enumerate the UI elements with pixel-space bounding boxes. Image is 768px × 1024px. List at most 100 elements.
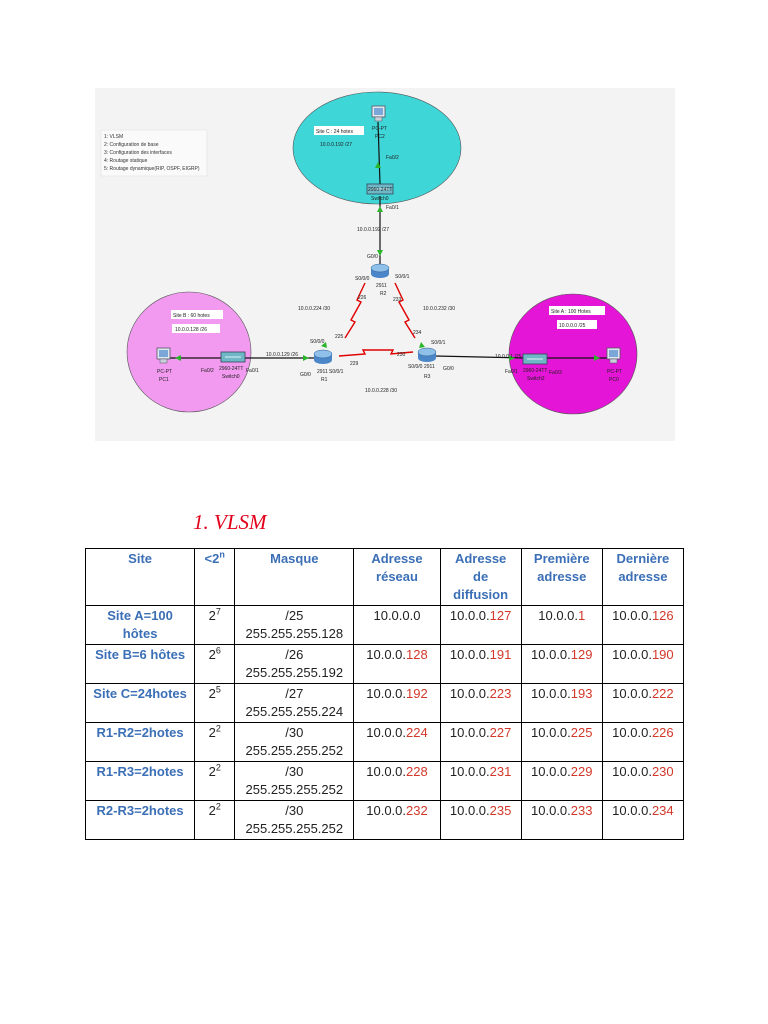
site-line: hôtes	[122, 626, 158, 641]
addr-host: 191	[489, 647, 512, 662]
legend-box	[100, 129, 208, 177]
header-premiere-adresse: Première adresse	[520, 548, 603, 606]
network-cell: 10.0.0.192	[353, 683, 441, 723]
switch-c-name: Switch0	[371, 196, 389, 202]
addr-host: 231	[489, 764, 512, 779]
broadcast-cell: 10.0.0.191	[439, 644, 522, 684]
r2-name: R2	[380, 291, 387, 297]
router-r2-icon	[370, 263, 390, 278]
addr-prefix: 10.0.0.	[612, 764, 652, 779]
site-b-network-box	[172, 324, 220, 333]
r1-name: R1	[321, 377, 328, 383]
addr-host: 128	[406, 647, 428, 662]
addr-prefix: 10.0.0.	[366, 686, 407, 701]
power-exp: 6	[215, 645, 221, 656]
site-cell: R1-R3=2hotes	[84, 761, 196, 801]
power-exp: 7	[215, 606, 221, 617]
addr-host: 227	[489, 725, 512, 740]
r3-name: R3	[424, 374, 431, 380]
addr-prefix: 10.0.0.	[531, 764, 571, 779]
site-b-label-box	[171, 310, 223, 319]
header-line: de	[473, 569, 489, 584]
header-power: <2n	[194, 548, 236, 606]
r2-ip-right: 233	[393, 297, 402, 303]
power-base: 2	[208, 608, 216, 623]
site-c-port-up: Fa0/1	[386, 205, 399, 211]
site-line: Site B=6 hôtes	[95, 647, 186, 662]
link-arrow	[377, 250, 383, 256]
header-line: adresse	[537, 569, 587, 584]
legend-item: 5: Routage dynamique(RIP, OSPF, EIGRP)	[104, 166, 200, 172]
site-line: Site A=100	[107, 608, 173, 623]
mask-prefix: /30	[285, 725, 304, 740]
addr-host: 232	[406, 803, 428, 818]
first-cell: 10.0.0.233	[520, 800, 603, 840]
r3-g00: G0/0	[443, 366, 454, 372]
addr-prefix: 10.0.0.	[366, 647, 407, 662]
link-arrow	[509, 355, 515, 361]
broadcast-cell: 10.0.0.127	[439, 605, 522, 645]
addr-host: 224	[406, 725, 428, 740]
site-a-label-box	[549, 306, 605, 315]
site-line: R2-R3=2hotes	[96, 803, 184, 818]
last-cell: 10.0.0.230	[601, 761, 685, 801]
addr-prefix: 10.0.0.	[449, 608, 490, 623]
addr-host: 226	[651, 725, 674, 740]
mask-prefix: /27	[285, 686, 304, 701]
network-topology-diagram: 1: VLSM 2: Configuration de base 3: Conf…	[95, 88, 675, 441]
mask-dotted: 255.255.255.192	[245, 665, 344, 680]
mask-prefix: /30	[285, 764, 304, 779]
r3-ip-left: 230	[397, 352, 406, 358]
power-cell: 26	[194, 644, 236, 684]
r2-s000: S0/0/0	[355, 276, 370, 282]
router-r3-icon	[417, 347, 437, 362]
addr-prefix: 10.0.0.	[612, 686, 652, 701]
site-a-network: 10.0.0.0 /25	[559, 323, 586, 329]
legend-item: 2: Configuration de base	[104, 142, 159, 148]
serial-link-r1-r2	[344, 282, 366, 339]
site-c-link-net: 10.0.0.192 /27	[357, 227, 389, 233]
pc1-type: PC-PT	[157, 369, 172, 375]
addr-host: 234	[651, 803, 674, 818]
r3-ip-up: 234	[413, 330, 422, 336]
addr-host: 233	[570, 803, 593, 818]
addr-prefix: 10.0.0.	[538, 608, 579, 623]
addr-host: 235	[489, 803, 512, 818]
header-line: Première	[533, 551, 590, 566]
serial-link-r2-r3	[394, 282, 416, 339]
first-cell: 10.0.0.229	[520, 761, 603, 801]
switch-a-model: 2960-24TT	[523, 368, 547, 374]
switch-c-model: 2960-24TT	[368, 187, 392, 193]
addr-prefix: 10.0.0.0	[373, 608, 421, 623]
addr-host: 230	[651, 764, 674, 779]
addr-prefix: 10.0.0.	[612, 608, 652, 623]
addr-host: 223	[489, 686, 512, 701]
addr-prefix: 10.0.0.	[612, 647, 652, 662]
header-power-base: <2	[204, 551, 220, 566]
legend-item: 4: Routage statique	[104, 158, 148, 164]
last-cell: 10.0.0.126	[601, 605, 685, 645]
link-r2-r3-net: 10.0.0.232 /30	[423, 306, 455, 312]
site-c-port-pc: Fa0/2	[386, 155, 399, 161]
mask-dotted: 255.255.255.252	[245, 821, 344, 836]
pc0-type: PC-PT	[607, 369, 622, 375]
r1-ip-right: 229	[350, 361, 359, 367]
addr-prefix: 10.0.0.	[366, 725, 407, 740]
site-line: Site C=24hotes	[93, 686, 187, 701]
power-base: 2	[208, 803, 216, 818]
header-line: Adresse	[454, 551, 507, 566]
pc2-computer-icon	[371, 105, 386, 122]
first-cell: 10.0.0.193	[520, 683, 603, 723]
site-c-label-box	[314, 126, 364, 135]
addr-prefix: 10.0.0.	[366, 764, 407, 779]
link-arrow	[321, 342, 327, 348]
addr-host: 1	[578, 608, 586, 623]
